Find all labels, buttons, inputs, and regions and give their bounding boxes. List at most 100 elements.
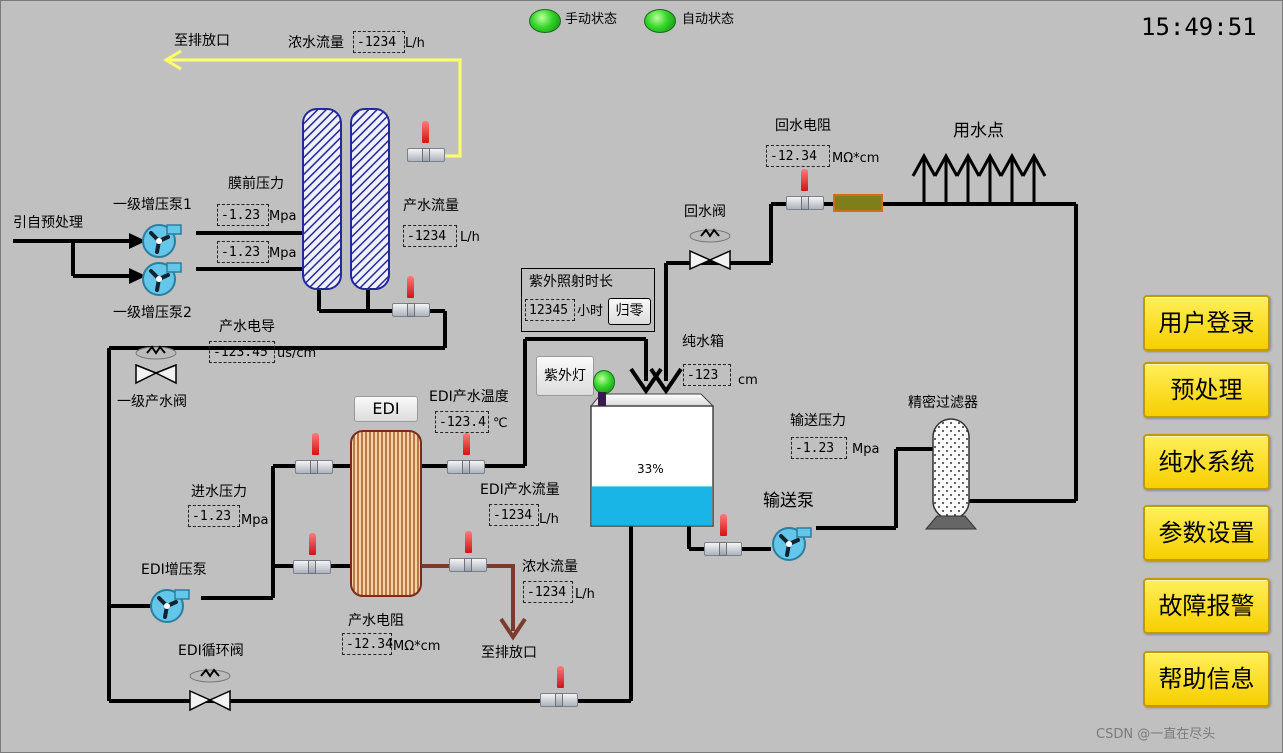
valve-tank-out-handle[interactable] <box>720 514 727 536</box>
concentrate-arrowhead <box>163 49 182 71</box>
tank-level-value: -123 <box>683 364 731 386</box>
conc-flow-top-unit: L/h <box>405 36 425 51</box>
menu-help-button[interactable]: 帮助信息 <box>1143 651 1270 707</box>
delivery-pressure-value: -1.23 <box>791 437 847 459</box>
tank-label: 纯水箱 <box>682 334 724 350</box>
valve-prod-body[interactable] <box>392 303 430 317</box>
menu-parameters-button[interactable]: 参数设置 <box>1143 505 1270 561</box>
delivery-pump-icon[interactable] <box>771 524 813 562</box>
drain-pipe <box>421 564 515 631</box>
return-res-unit: MΩ*cm <box>832 151 880 166</box>
conc-flow2-label: 浓水流量 <box>522 559 578 575</box>
pretreat-inlet-label: 引自预处理 <box>13 215 83 231</box>
prod-cond-value: -123.45 <box>209 341 275 363</box>
prod-flow-label: 产水流量 <box>403 198 459 214</box>
delivery-pressure-unit: Mpa <box>852 442 880 457</box>
uv-time-panel <box>521 268 655 332</box>
conc-flow-top-value: -1234 <box>353 31 405 53</box>
in-pressure-value: -1.23 <box>188 505 240 527</box>
valve-prod-handle[interactable] <box>407 276 414 298</box>
uv-time-unit: 小时 <box>577 304 604 319</box>
uv-lamp-button[interactable]: 紫外灯 <box>536 356 594 396</box>
menu-alarm-button[interactable]: 故障报警 <box>1143 578 1270 634</box>
menu-pretreatment-button[interactable]: 预处理 <box>1143 362 1270 418</box>
inlet-arrow-2 <box>129 268 146 284</box>
valve-return <box>689 228 731 271</box>
edi-flow-unit: L/h <box>539 512 559 527</box>
tank-water-level <box>592 486 712 525</box>
pump-1-1-icon[interactable] <box>141 221 183 259</box>
fine-filter <box>932 418 970 520</box>
edi-temp-unit: ℃ <box>493 416 508 431</box>
pressure-1-unit: Mpa <box>269 209 297 224</box>
uv-reset-button[interactable]: 归零 <box>608 298 651 325</box>
valve-edi-out-top-body[interactable] <box>447 460 485 474</box>
conc-flow2-value: -1234 <box>523 581 573 603</box>
manual-status-lamp <box>529 9 561 33</box>
use-point-outlets <box>911 152 1047 204</box>
uv-lamp-indicator <box>593 370 615 394</box>
uv-lamp-mount <box>598 392 606 406</box>
valve-edi-in-top-body[interactable] <box>295 460 333 474</box>
manual-status-label: 手动状态 <box>565 12 618 27</box>
edi-flow-label: EDI产水流量 <box>480 482 560 498</box>
valve-edi-in-bot-body[interactable] <box>293 560 331 574</box>
conc-flow-top-label: 浓水流量 <box>288 35 344 51</box>
edi-flow-value: -1234 <box>489 504 539 526</box>
valve-edi-out-top-handle[interactable] <box>463 433 470 455</box>
delivery-pump-label: 输送泵 <box>763 491 814 511</box>
return-res-label: 回水电阻 <box>775 118 831 134</box>
prod-flow-unit: L/h <box>460 230 480 245</box>
valve-conc-handle[interactable] <box>422 121 429 143</box>
edi-loop-valve-label: EDI循环阀 <box>178 643 244 659</box>
menu-pure-water-button[interactable]: 纯水系统 <box>1143 434 1270 490</box>
uv-time-label: 紫外照射时长 <box>529 274 613 290</box>
prod-res-label: 产水电阻 <box>348 613 404 629</box>
valve-return-sensor-handle[interactable] <box>801 169 808 191</box>
menu-user-login-button[interactable]: 用户登录 <box>1143 295 1270 351</box>
valve-edi-loop <box>189 668 231 712</box>
valve-tank-out-body[interactable] <box>704 542 742 556</box>
valve-loop-body[interactable] <box>540 693 578 707</box>
tank-level-unit: cm <box>738 373 758 388</box>
in-pressure-unit: Mpa <box>241 513 269 528</box>
prod-res-value: -12.34 <box>342 633 393 655</box>
membrane-pressure-label: 膜前压力 <box>228 176 284 192</box>
fine-filter-label: 精密过滤器 <box>908 395 978 411</box>
pump1-2-label: 一级增压泵2 <box>113 305 192 321</box>
edi-temp-label: EDI产水温度 <box>429 389 509 405</box>
concentrate-pipe <box>168 58 462 158</box>
delivery-pressure-label: 输送压力 <box>790 413 846 429</box>
valve-conc-body[interactable] <box>407 148 445 162</box>
edi-module <box>350 430 422 597</box>
prod-flow-value: -1234 <box>403 225 457 247</box>
edi-button[interactable]: EDI <box>354 396 418 422</box>
ro-membrane-1 <box>302 108 342 290</box>
in-pressure-label: 进水压力 <box>191 484 247 500</box>
to-drain2-label: 至排放口 <box>481 645 537 661</box>
edi-temp-value: -123.4 <box>435 411 489 433</box>
pump-1-2-icon[interactable] <box>141 259 183 297</box>
valve-edi-in-bot-handle[interactable] <box>309 533 316 555</box>
valve-loop-handle[interactable] <box>557 666 564 688</box>
valve-edi-in-top-handle[interactable] <box>312 433 319 455</box>
pressure-2-unit: Mpa <box>269 246 297 261</box>
use-point-label: 用水点 <box>953 121 1004 141</box>
pressure-2-value: -1.23 <box>217 241 269 263</box>
valve-edi-out-bot-body[interactable] <box>449 558 487 572</box>
edi-pump-label: EDI增压泵 <box>141 562 207 578</box>
valve-first-stage <box>135 345 177 385</box>
valve1-label: 一级产水阀 <box>117 394 187 410</box>
prod-res-unit: MΩ*cm <box>393 639 441 654</box>
auto-status-lamp <box>644 9 676 33</box>
clock: 15:49:51 <box>1141 13 1257 41</box>
tank-percent: 33% <box>637 462 664 476</box>
return-valve-label: 回水阀 <box>684 204 726 220</box>
valve-return-sensor-body[interactable] <box>786 196 824 210</box>
valve-edi-out-bot-handle[interactable] <box>465 531 472 553</box>
inlet-arrow-1 <box>129 233 146 249</box>
edi-pump-icon[interactable] <box>149 586 191 624</box>
ro-membrane-2 <box>350 108 390 290</box>
